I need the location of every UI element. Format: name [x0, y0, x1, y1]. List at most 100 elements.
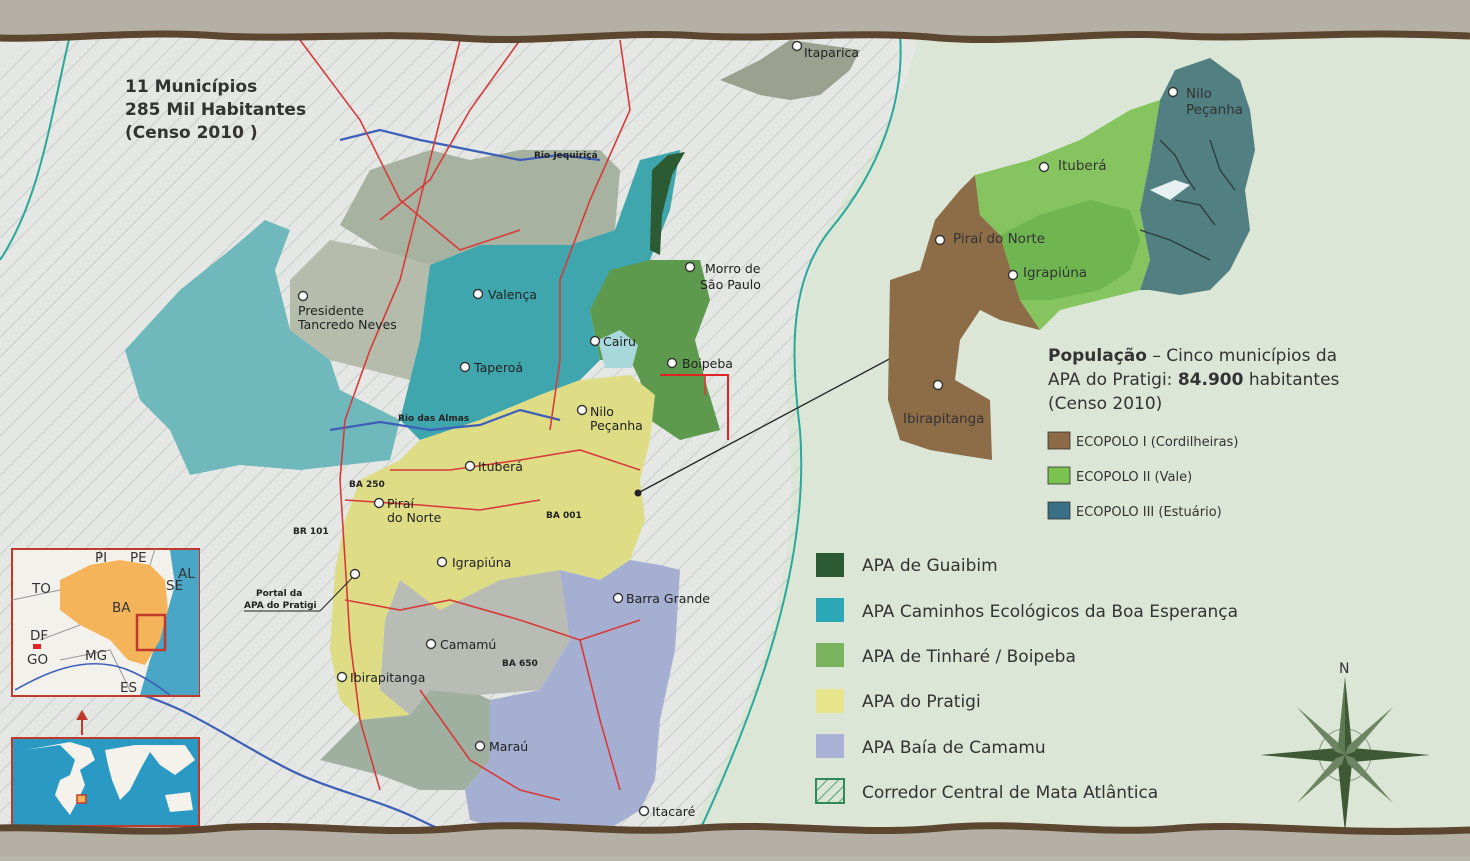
camamu-region [380, 570, 590, 715]
locator-highlight [135, 613, 167, 652]
population-line-1: População – Cinco municípios da [1048, 346, 1337, 366]
label-boipeba: Boipeba [682, 356, 733, 371]
label-taperoa: Taperoá [473, 360, 523, 375]
locator-sea [140, 550, 199, 695]
locator-es: ES [120, 680, 137, 696]
label-ibirapitanga: Ibirapitanga [350, 670, 425, 685]
label-portal-2: APA do Pratigi [244, 601, 317, 611]
world-eurasia [135, 745, 195, 775]
label-ba250: BA 250 [349, 480, 385, 490]
brazil-locator: PI PE AL SE TO BA DF GO MG ES [11, 548, 200, 697]
population-bold-label: População [1048, 346, 1147, 366]
label-br101: BR 101 [293, 527, 329, 537]
apa-region-north [340, 150, 620, 265]
pratigi-inset: Nilo Peçanha Ituberá Piraí do Norte Igra… [888, 58, 1255, 460]
label-itaparica: Itaparica [804, 45, 859, 60]
apa-baia-camamu [465, 560, 680, 835]
label-cairu: Cairu [603, 334, 636, 349]
legend-label-boa-esperanca: APA Caminhos Ecológicos da Boa Esperança [862, 602, 1238, 622]
inset-label-igrapiuna: Igrapiúna [1023, 265, 1087, 281]
ecopolo-label-3: ECOPOLO III (Estuário) [1076, 505, 1222, 520]
compass-north: N [1339, 661, 1349, 677]
leader-dot-map [634, 489, 642, 497]
marker-boipeba [666, 357, 678, 369]
bottom-torn-line [0, 822, 1470, 836]
apa-boa-esperanca-west [125, 220, 400, 475]
label-itacare: Itacaré [652, 804, 696, 819]
apa-guaibim [650, 152, 685, 255]
legend-swatch-baia-camamu [816, 734, 844, 758]
locator-arrow-head [76, 710, 88, 720]
itaparica-island [720, 40, 860, 100]
ecopolo-label-2: ECOPOLO II (Vale) [1076, 470, 1192, 485]
legend-swatch-guaibim [816, 553, 844, 577]
legend-label-pratigi: APA do Pratigi [862, 692, 981, 712]
label-ba001: BA 001 [546, 511, 582, 521]
label-nilo-1: Nilo [590, 404, 614, 419]
marker-pirai [373, 497, 385, 509]
town-markers [297, 40, 803, 817]
marker-nilo [576, 404, 588, 416]
legend-swatch-tinhare [816, 643, 844, 667]
population-line-2-suffix: habitantes [1243, 370, 1339, 390]
world-frame [11, 737, 200, 827]
legend-label-tinhare: APA de Tinharé / Boipeba [862, 647, 1076, 667]
world-australia [165, 792, 193, 812]
ecopolo-label-1: ECOPOLO I (Cordilheiras) [1076, 435, 1238, 450]
boipeba-pointer [660, 374, 729, 440]
marker-valenca [472, 288, 484, 300]
legend-swatch-corredor [815, 778, 845, 804]
marker-itubera [464, 460, 476, 472]
inset-label-pirai: Piraí do Norte [953, 231, 1045, 247]
population-line-1-rest: – Cinco municípios da [1147, 346, 1337, 366]
marker-barra-grande [612, 592, 624, 604]
top-edge [0, 0, 1470, 41]
locator-pi: PI [95, 550, 107, 566]
inset-label-ibirapitanga: Ibirapitanga [903, 411, 984, 427]
marker-marau [474, 740, 486, 752]
inset-marker-pirai [934, 234, 946, 246]
locator-al: AL [178, 566, 195, 582]
world-locator [11, 737, 200, 827]
locator-mg: MG [85, 648, 107, 664]
label-nilo-2: Peçanha [590, 418, 643, 433]
world-highlight [76, 794, 87, 804]
inset-label-nilo-1: Nilo [1186, 86, 1212, 102]
ecopolo-swatch-3 [1047, 501, 1071, 520]
label-itubera: Ituberá [478, 459, 523, 474]
marker-portal [349, 568, 361, 580]
population-line-3: (Censo 2010) [1048, 394, 1162, 414]
label-presidente-1: Presidente [298, 303, 364, 318]
marker-ibirapitanga [336, 671, 348, 683]
inset-marker-igrapiuna [1007, 269, 1019, 281]
apa-pratigi [330, 375, 655, 720]
population-line-2-prefix: APA do Pratigi: [1048, 370, 1178, 390]
world-africa [105, 745, 150, 800]
summary-municipios: 11 Municípios [125, 77, 257, 97]
marker-itaparica [791, 40, 803, 52]
marker-itacare [638, 805, 650, 817]
label-morro-1: Morro de [705, 261, 761, 276]
summary-habitantes: 285 Mil Habitantes [125, 100, 306, 120]
bottom-edge [0, 825, 1470, 857]
marau-region [320, 690, 490, 790]
inset-marker-ibirapitanga [932, 379, 944, 391]
portal-leader [319, 577, 353, 612]
legend-swatch-pratigi [816, 689, 844, 713]
label-presidente-2: Tancredo Neves [297, 317, 397, 332]
ecopolo-legend: ECOPOLO I (Cordilheiras) ECOPOLO II (Val… [1047, 431, 1238, 520]
label-rio-das-almas: Rio das Almas [398, 414, 469, 424]
rio-jequirica [339, 128, 601, 162]
legend-swatch-boa-esperanca [816, 598, 844, 622]
label-pirai-1: Piraí [387, 496, 415, 511]
rio-das-almas [329, 408, 561, 432]
locator-to: TO [31, 581, 51, 597]
summary-censo: (Censo 2010 ) [125, 123, 258, 143]
estuary-water [1150, 180, 1190, 200]
presidente-region [290, 240, 430, 380]
locator-ba: BA [112, 600, 131, 616]
label-pirai-2: do Norte [387, 510, 442, 525]
population-line-2: APA do Pratigi: 84.900 habitantes [1048, 370, 1340, 390]
